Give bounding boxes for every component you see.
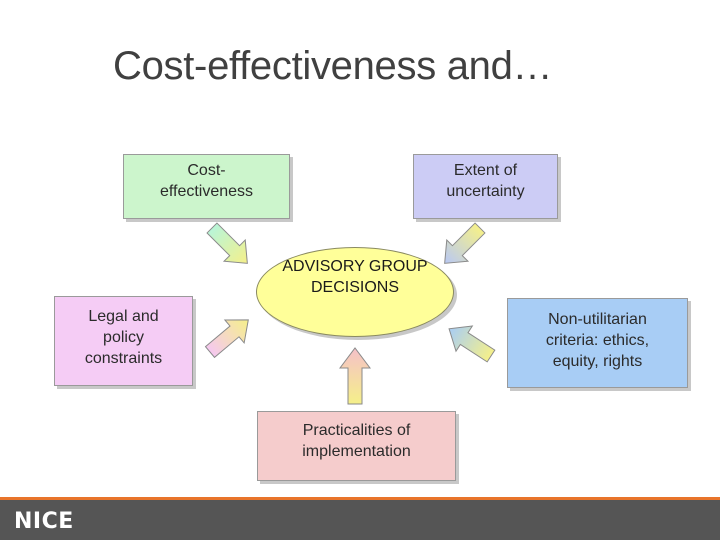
arrow-legal-to-center <box>204 319 249 359</box>
uncertainty-box: Extent of uncertainty <box>413 154 558 219</box>
non-utilitarian-box: Non-utilitarian criteria: ethics, equity… <box>507 298 688 388</box>
arrow-practicalities-to-center <box>339 347 371 405</box>
nice-logo: NICE <box>14 509 74 534</box>
arrow-non-utilitarian-to-center <box>448 325 496 363</box>
practicalities-box: Practicalities of implementation <box>257 411 456 481</box>
arrow-uncertainty-to-center <box>444 222 486 264</box>
footer-bar <box>0 500 720 540</box>
slide-title: Cost-effectiveness and… <box>113 44 553 88</box>
footer-accent-line <box>0 497 720 500</box>
legal-constraints-box: Legal and policy constraints <box>54 296 193 386</box>
cost-effectiveness-box: Cost- effectiveness <box>123 154 290 219</box>
advisory-group-decisions-ellipse: ADVISORY GROUP DECISIONS <box>256 247 454 337</box>
arrow-cost-to-center <box>206 222 248 264</box>
